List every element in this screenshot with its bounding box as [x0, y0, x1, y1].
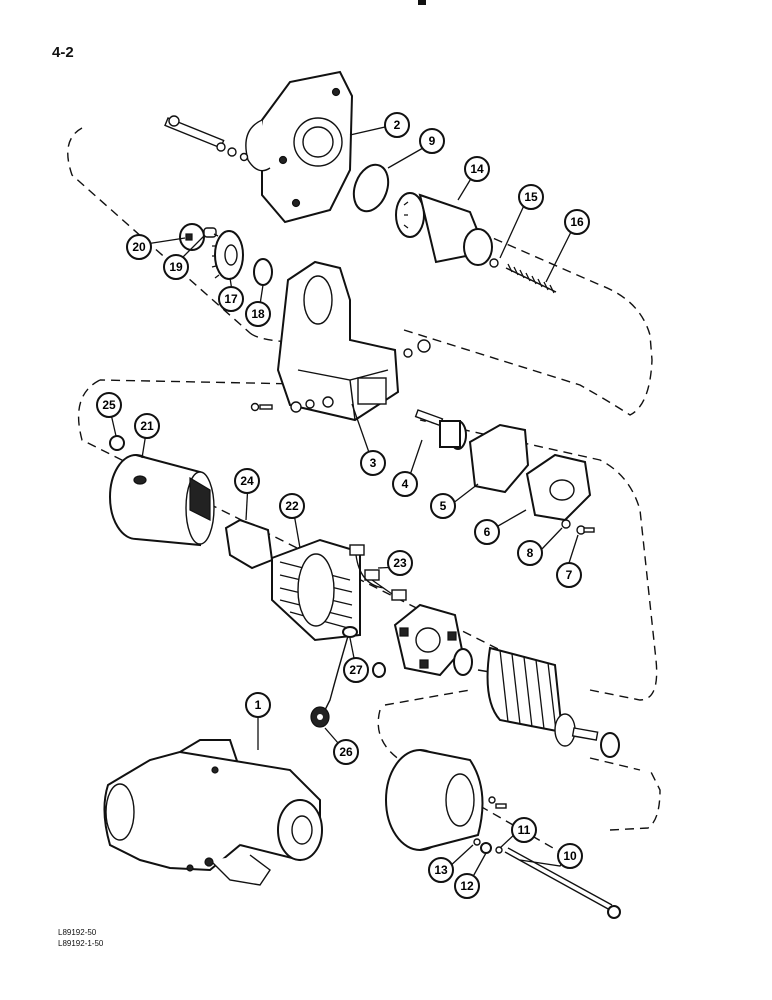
- callout-number: 26: [339, 745, 353, 759]
- callout-number: 5: [440, 499, 447, 513]
- callout-number: 15: [524, 190, 538, 204]
- callout-number: 17: [224, 292, 238, 306]
- plain-washer: [495, 846, 503, 854]
- cover-screw: [576, 525, 595, 535]
- callout-5: 5: [430, 493, 456, 519]
- callout-16: 16: [564, 209, 590, 235]
- callout-number: 3: [370, 456, 377, 470]
- field-yoke: [109, 454, 215, 547]
- callout-21: 21: [134, 413, 160, 439]
- page-number: 4-2: [52, 44, 74, 61]
- roller: [203, 227, 217, 238]
- small-washer: [473, 838, 481, 846]
- field-coil: [271, 538, 361, 642]
- callout-20: 20: [126, 234, 152, 260]
- end-frame: [385, 749, 484, 851]
- callout-23: 23: [387, 550, 413, 576]
- terminal-lead: [310, 635, 349, 728]
- callout-number: 27: [349, 663, 363, 677]
- solenoid-gasket: [468, 423, 530, 494]
- callout-15: 15: [518, 184, 544, 210]
- end-frame-screw: [488, 796, 507, 809]
- callout-11: 11: [511, 817, 537, 843]
- return-spring: [505, 263, 557, 294]
- callout-1: 1: [245, 692, 271, 718]
- starter-assembly: [103, 739, 323, 886]
- callout-number: 4: [402, 477, 409, 491]
- steel-ball: [489, 258, 499, 268]
- callout-8: 8: [517, 540, 543, 566]
- solenoid-cover: [525, 453, 592, 522]
- callout-number: 19: [169, 260, 183, 274]
- solenoid-plunger: [414, 409, 467, 450]
- gear-housing: [276, 260, 400, 422]
- figure-reference-codes: L89192-50 L89192-1-50: [58, 927, 103, 949]
- bushing: [372, 662, 386, 678]
- callout-number: 6: [484, 525, 491, 539]
- callout-number: 11: [518, 823, 531, 837]
- callout-22: 22: [279, 493, 305, 519]
- callout-number: 13: [434, 863, 448, 877]
- field-screw: [109, 435, 125, 451]
- armature-bearing: [453, 648, 473, 676]
- top-fragment: [418, 0, 426, 5]
- group-outline-lower: [77, 379, 658, 701]
- pinion-clutch-assembly: [395, 192, 493, 266]
- idler-gear: [211, 230, 244, 280]
- callout-number: 2: [394, 118, 401, 132]
- callout-number: 23: [393, 556, 407, 570]
- through-bolt-lower: [504, 847, 621, 919]
- callout-4: 4: [392, 471, 418, 497]
- figure-code: L89192-50: [58, 928, 97, 937]
- callout-19: 19: [163, 254, 189, 280]
- callout-number: 7: [566, 568, 573, 582]
- lead-grommet: [342, 626, 358, 638]
- callout-17: 17: [218, 286, 244, 312]
- callout-26: 26: [333, 739, 359, 765]
- callout-27: 27: [343, 657, 369, 683]
- callout-number: 18: [251, 307, 265, 321]
- callout-12: 12: [454, 873, 480, 899]
- callout-number: 10: [563, 849, 577, 863]
- callout-number: 25: [102, 398, 116, 412]
- callout-number: 24: [240, 474, 254, 488]
- callout-number: 12: [460, 879, 474, 893]
- callout-2: 2: [384, 112, 410, 138]
- gear-washer: [253, 258, 273, 286]
- drive-housing: [245, 70, 354, 224]
- shaft-retainer: [179, 223, 205, 251]
- terminal-hardware: [250, 339, 431, 413]
- rear-bearing: [600, 732, 620, 758]
- callout-3: 3: [360, 450, 386, 476]
- lock-washer: [561, 519, 571, 529]
- callout-13: 13: [428, 857, 454, 883]
- callout-7: 7: [556, 562, 582, 588]
- callout-number: 20: [132, 240, 146, 254]
- callout-number: 22: [285, 499, 299, 513]
- callout-number: 1: [255, 698, 262, 712]
- group-outline-commutator: [377, 689, 661, 853]
- callout-number: 9: [429, 134, 436, 148]
- figure-code: L89192-1-50: [58, 939, 104, 948]
- brush-holder: [393, 603, 464, 677]
- callout-24: 24: [234, 468, 260, 494]
- callout-number: 14: [470, 162, 484, 176]
- armature: [477, 646, 599, 747]
- callout-number: 8: [527, 546, 534, 560]
- callout-9: 9: [419, 128, 445, 154]
- brush-leads: [349, 544, 407, 601]
- callout-25: 25: [96, 392, 122, 418]
- o-ring: [352, 163, 390, 213]
- callout-18: 18: [245, 301, 271, 327]
- callout-number: 16: [570, 215, 584, 229]
- through-bolt-upper: [164, 115, 249, 162]
- spring-washer: [480, 842, 492, 854]
- group-outline-upper: [67, 127, 653, 416]
- callout-10: 10: [557, 843, 583, 869]
- callout-14: 14: [464, 156, 490, 182]
- pole-shoe: [224, 518, 274, 570]
- callout-number: 21: [140, 419, 154, 433]
- callout-6: 6: [474, 519, 500, 545]
